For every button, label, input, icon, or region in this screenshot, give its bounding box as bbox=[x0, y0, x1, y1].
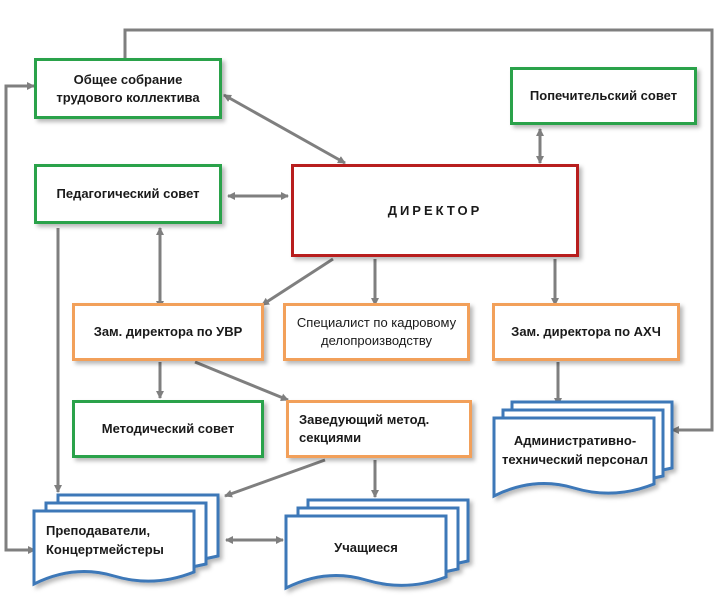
deputy-uvr-label: Зам. директора по УВР bbox=[93, 324, 243, 340]
arrow-director-general-meeting bbox=[223, 93, 346, 165]
director-box: ДИРЕКТОР bbox=[291, 164, 579, 257]
arrow-section-head-teachers bbox=[224, 458, 326, 498]
hr-specialist-box: Специалист по кадровому делопроизводству bbox=[283, 303, 470, 361]
arrow-deputy-uvr-section-head bbox=[194, 360, 289, 402]
arrow-director-deputy-uvr bbox=[261, 257, 334, 307]
hr-specialist-label: Специалист по кадровому делопроизводству bbox=[296, 315, 457, 348]
deputy-ahch-box: Зам. директора по АХЧ bbox=[492, 303, 680, 361]
pedagogical-council-label: Педагогический совет bbox=[56, 186, 200, 202]
trustee-council-label: Попечительский совет bbox=[529, 88, 678, 104]
methodical-council-box: Методический совет bbox=[72, 400, 264, 458]
teachers-stack bbox=[32, 493, 220, 587]
teachers-label: Преподаватели, Концертмейстеры bbox=[46, 523, 164, 557]
general-meeting-box: Общее собрание трудового коллектива bbox=[34, 58, 222, 119]
methodical-council-label: Методический совет bbox=[101, 421, 235, 437]
section-head-label: Заведующий метод. секциями bbox=[299, 412, 430, 445]
connectors bbox=[4, 28, 714, 554]
students-stack bbox=[284, 498, 470, 591]
arrow-general-meeting-admin bbox=[123, 28, 714, 434]
director-label: ДИРЕКТОР bbox=[387, 202, 483, 218]
students-label: Учащиеся bbox=[334, 540, 398, 555]
arrow-teachers-general-meeting bbox=[4, 82, 36, 554]
trustee-council-box: Попечительский совет bbox=[510, 67, 697, 125]
deputy-ahch-label: Зам. директора по АХЧ bbox=[511, 324, 661, 340]
section-head-box: Заведующий метод. секциями bbox=[286, 400, 472, 458]
admin-staff-stack bbox=[492, 400, 674, 499]
pedagogical-council-box: Педагогический совет bbox=[34, 164, 222, 224]
deputy-uvr-box: Зам. директора по УВР bbox=[72, 303, 264, 361]
general-meeting-label: Общее собрание трудового коллектива bbox=[56, 71, 200, 105]
admin-staff-label: Административно-технический персонал bbox=[502, 433, 648, 467]
